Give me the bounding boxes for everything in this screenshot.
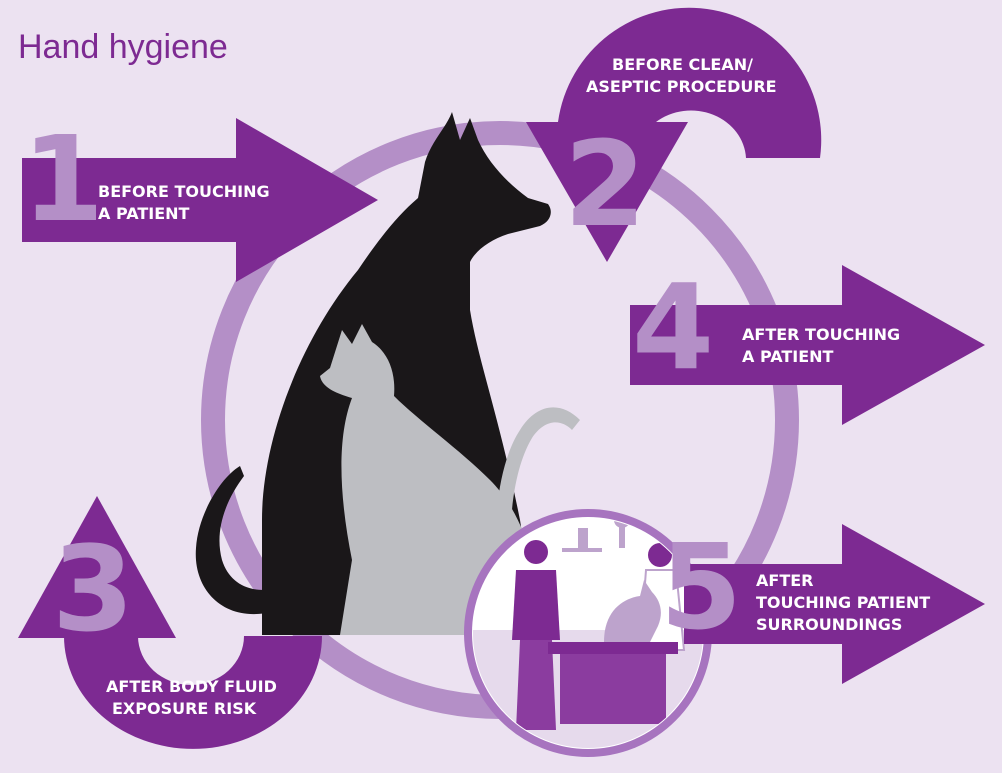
moment-4-arrow — [630, 265, 985, 425]
vet-clinic-scene-icon — [464, 509, 712, 757]
moment-5-arrow — [684, 524, 985, 684]
moment-1: 1 BEFORE TOUCHING A PATIENT — [22, 110, 378, 282]
moment-4-label-line2: A PATIENT — [742, 347, 834, 366]
moment-2-label-line2: ASEPTIC PROCEDURE — [586, 77, 777, 96]
moment-2-number: 2 — [564, 115, 646, 253]
moment-3-number: 3 — [52, 520, 134, 658]
moment-2-label-line1: BEFORE CLEAN/ — [612, 55, 753, 74]
moment-3-label-line2: EXPOSURE RISK — [112, 699, 257, 718]
moment-1-label-line2: A PATIENT — [98, 204, 190, 223]
moment-5-label-line2: TOUCHING PATIENT — [756, 593, 930, 612]
moment-3-curve — [64, 636, 322, 749]
moment-4-number: 4 — [632, 258, 714, 396]
moment-4-label-line1: AFTER TOUCHING — [742, 325, 900, 344]
moment-4: 4 AFTER TOUCHING A PATIENT — [630, 258, 985, 425]
moment-1-arrow — [22, 118, 378, 282]
moment-5: 5 AFTER TOUCHING PATIENT SURROUNDINGS — [660, 518, 985, 684]
page-title: Hand hygiene — [18, 28, 228, 66]
moment-3-arrowhead — [18, 496, 176, 638]
moment-2-curve — [558, 7, 822, 159]
moment-5-label-line1: AFTER — [756, 571, 813, 590]
moment-1-number: 1 — [22, 110, 104, 248]
moment-1-label-line1: BEFORE TOUCHING — [98, 182, 270, 201]
moment-2-arrowhead — [526, 122, 688, 262]
moment-5-number: 5 — [660, 518, 742, 656]
moment-3: 3 AFTER BODY FLUID EXPOSURE RISK — [18, 496, 322, 749]
moment-2: 2 BEFORE CLEAN/ ASEPTIC PROCEDURE — [526, 7, 822, 262]
moment-3-label-line1: AFTER BODY FLUID — [106, 677, 277, 696]
dog-and-cat-silhouette-icon — [195, 112, 580, 635]
moment-5-label-line3: SURROUNDINGS — [756, 615, 902, 634]
